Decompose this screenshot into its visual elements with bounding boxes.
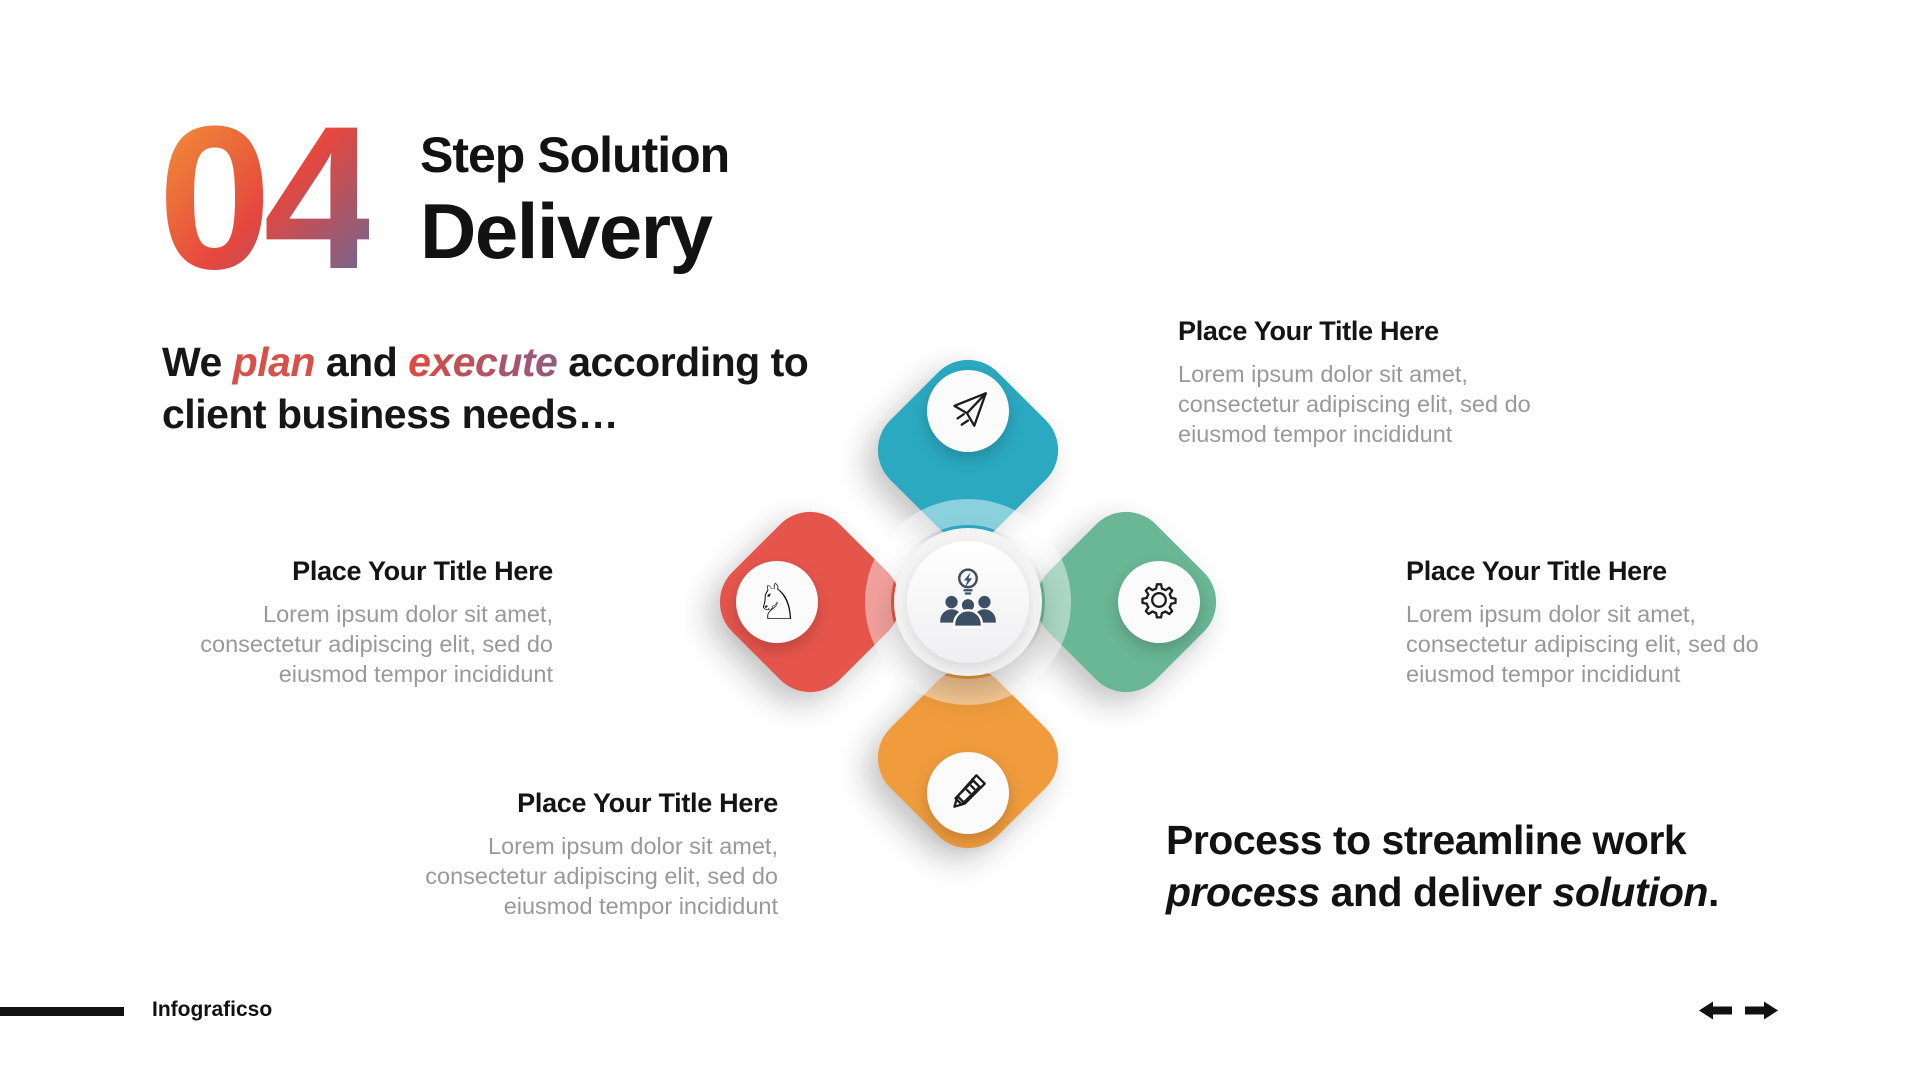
slide-subtitle: We plan and execute according to client … [162, 336, 822, 441]
callout-title: Place Your Title Here [1178, 316, 1439, 346]
subtitle-emphasis-execute: execute [408, 339, 558, 385]
slide-nav [1698, 1000, 1779, 1026]
subtitle-pre: We [162, 339, 233, 385]
next-arrow-icon[interactable] [1743, 1000, 1779, 1026]
callout-title: Place Your Title Here [1406, 556, 1667, 586]
callout-body: Lorem ipsum dolor sit amet, consectetur … [425, 833, 778, 919]
node-top [927, 370, 1009, 452]
statement-emphasis-solution: solution [1552, 869, 1709, 916]
slide-title-main: Delivery [420, 187, 713, 275]
center-hub-face [907, 541, 1029, 663]
node-right [1118, 561, 1200, 643]
subtitle-mid: and [314, 339, 409, 385]
callout-right: Place Your Title Here Lorem ipsum dolor … [1406, 556, 1768, 690]
subtitle-post: according to client business needs… [162, 339, 809, 438]
team-idea-icon [932, 564, 1004, 641]
callout-title: Place Your Title Here [517, 788, 778, 818]
closing-statement: Process to streamline work process and d… [1166, 814, 1766, 919]
statement-emphasis-process: process [1166, 869, 1320, 916]
pencil-ruler-icon [945, 768, 991, 819]
node-left: ♘ [736, 561, 818, 643]
node-bottom [927, 752, 1009, 834]
callout-bottom: Place Your Title Here Lorem ipsum dolor … [416, 788, 778, 922]
callout-title: Place Your Title Here [292, 556, 553, 586]
chess-knight-icon: ♘ [754, 573, 800, 631]
callout-body: Lorem ipsum dolor sit amet, consectetur … [1406, 601, 1759, 687]
callout-top: Place Your Title Here Lorem ipsum dolor … [1178, 316, 1540, 450]
statement-mid: and deliver [1319, 869, 1553, 916]
brand-label: Infograficso [152, 998, 273, 1021]
step-number: 04 [158, 84, 377, 312]
statement-post: . [1707, 869, 1719, 916]
slide-title-kicker: Step Solution [420, 127, 730, 183]
prev-arrow-icon[interactable] [1698, 1000, 1734, 1026]
statement-pre: Process to streamline work [1166, 817, 1687, 863]
paper-plane-icon [945, 386, 991, 437]
callout-body: Lorem ipsum dolor sit amet, consectetur … [1178, 361, 1531, 447]
gear-icon [1136, 577, 1182, 628]
callout-left: Place Your Title Here Lorem ipsum dolor … [191, 556, 553, 690]
slide-title: Step Solution Delivery [420, 126, 730, 277]
footer-accent-bar [0, 1007, 124, 1016]
callout-body: Lorem ipsum dolor sit amet, consectetur … [200, 601, 553, 687]
subtitle-emphasis-plan: plan [232, 339, 316, 385]
